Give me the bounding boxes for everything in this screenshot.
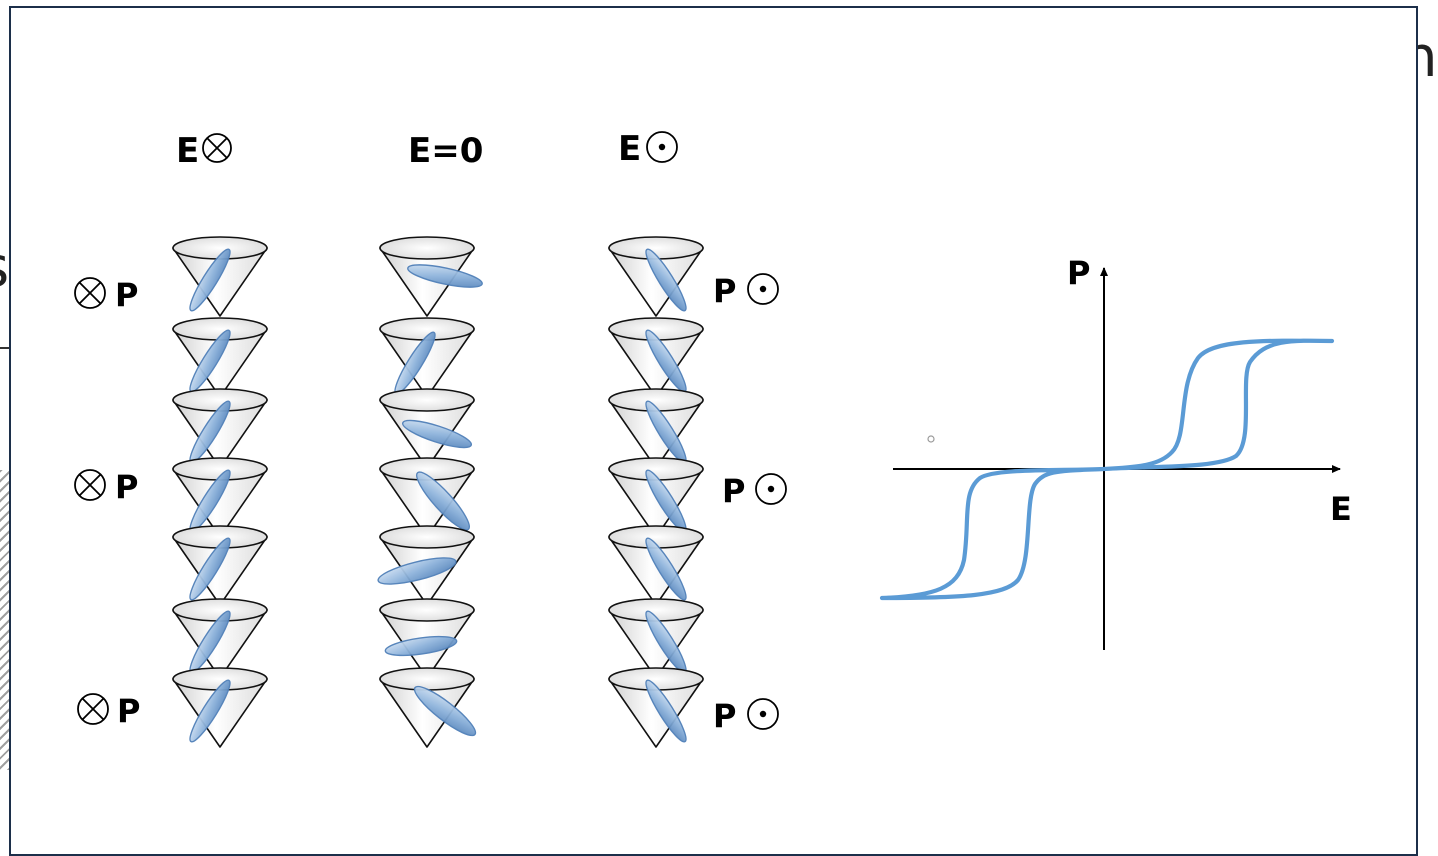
column-header-label: E (176, 131, 199, 171)
cone (173, 237, 267, 316)
cone-column (173, 237, 267, 747)
cone-rim (380, 526, 474, 548)
stray-mark (928, 436, 934, 442)
polarization-label: P (115, 468, 138, 506)
cone (173, 318, 267, 397)
cone (173, 389, 267, 468)
cone (609, 526, 703, 605)
p-axis-label: P (1067, 254, 1090, 292)
cone (173, 526, 267, 605)
dot-circle-icon (756, 474, 786, 504)
cross-circle-icon (75, 278, 105, 308)
cone (380, 389, 474, 468)
polarization-label: P (722, 472, 745, 510)
polarization-label: P (713, 272, 736, 310)
dot-circle-icon (748, 274, 778, 304)
cone (380, 668, 480, 747)
cone-rim (380, 237, 474, 259)
cone-stacks (173, 237, 703, 747)
cross-circle-icon (203, 134, 231, 162)
cone (609, 458, 703, 537)
cone-column (376, 237, 484, 747)
cone (376, 526, 474, 605)
dot-circle-icon (748, 699, 778, 729)
cone (609, 389, 703, 468)
cross-circle-icon (75, 470, 105, 500)
cone (173, 668, 267, 747)
cone-rim (380, 599, 474, 621)
polarization-label: P (713, 697, 736, 735)
column-header-label: E (618, 129, 641, 169)
polarization-label: P (117, 692, 140, 730)
cone-column (609, 237, 703, 747)
hysteresis-plot: P E (882, 254, 1352, 650)
cone (609, 668, 703, 747)
cone-rim (380, 668, 474, 690)
cone (380, 237, 484, 316)
cone-rim (380, 389, 474, 411)
dot-circle-icon (647, 132, 677, 162)
e-axis-label: E (1330, 490, 1352, 528)
cone (609, 237, 703, 316)
cone (380, 599, 474, 678)
cone (609, 599, 703, 678)
cone (173, 599, 267, 678)
cone (609, 318, 703, 397)
polarization-label: P (115, 276, 138, 314)
column-header-label: E=0 (408, 131, 483, 171)
cross-circle-icon (78, 694, 108, 724)
cone (173, 458, 267, 537)
cone (380, 458, 475, 537)
cone (380, 318, 474, 397)
